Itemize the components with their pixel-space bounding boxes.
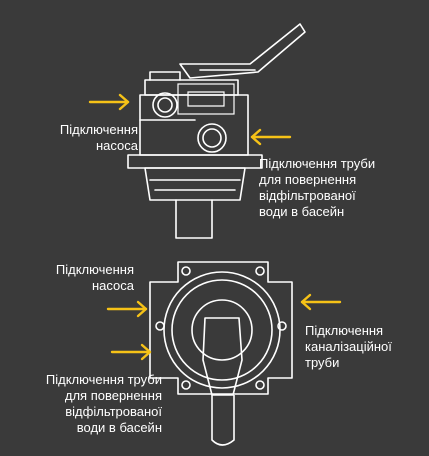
label-pump-bottom: Підключення насоса [55, 262, 134, 293]
arrow-sewer-bottom [300, 293, 342, 311]
label-return-bottom: Підключення труби для повернення відфіль… [45, 372, 162, 435]
arrow-pump-bottom [106, 300, 148, 318]
arrow-pump-top [88, 93, 130, 111]
label-pump-top: Підключення насоса [59, 122, 138, 153]
label-sewer-bottom: Підключення каналізаційної труби [305, 323, 392, 370]
arrow-return-top [250, 128, 292, 146]
label-return-top: Підключення труби для повернення відфіль… [259, 156, 376, 219]
arrow-return-bottom [110, 343, 152, 361]
